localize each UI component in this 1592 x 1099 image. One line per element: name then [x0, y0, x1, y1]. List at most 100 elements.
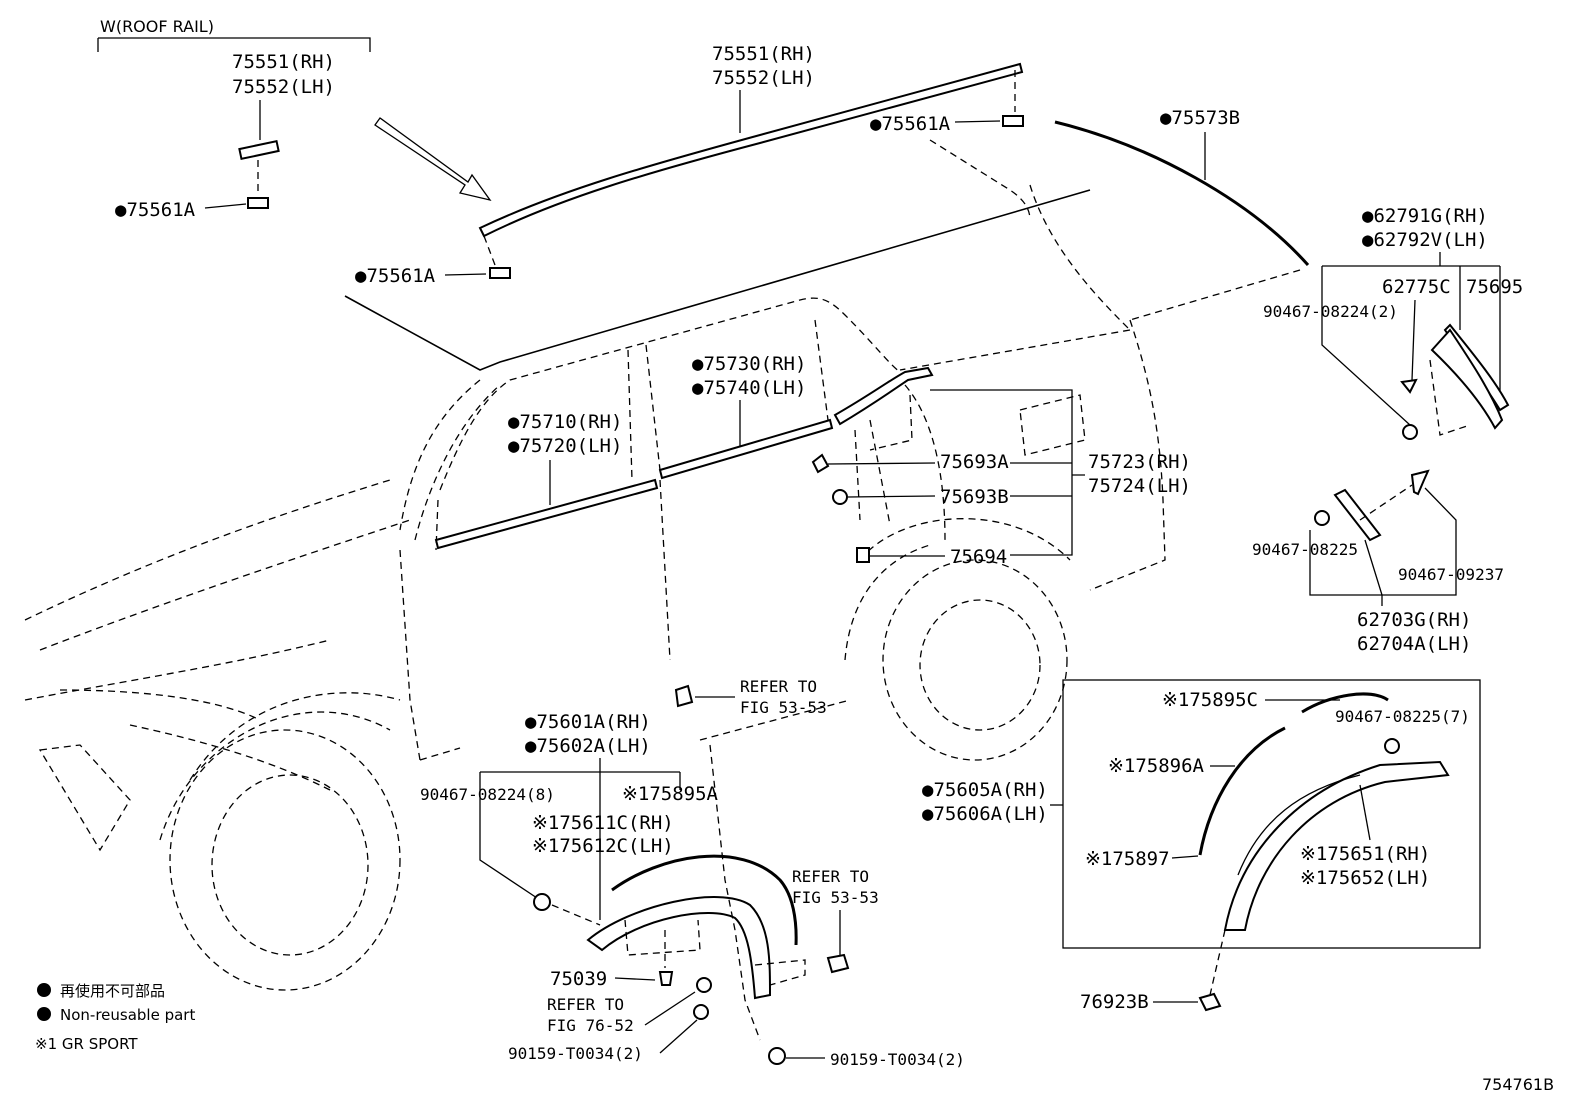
gr-sport-mark: ※	[1085, 848, 1101, 870]
nonreusable-mark: ●	[870, 113, 882, 135]
roof-rail-group-label: W(ROOF RAIL)	[100, 17, 214, 36]
label-refer-1-line2: FIG 53-53	[740, 698, 827, 717]
svg-text:●62792V(LH): ●62792V(LH)	[1362, 229, 1488, 251]
label-75897: 175897	[1101, 848, 1170, 870]
clip-top-right-part	[1002, 115, 1024, 127]
label-75551: 75551(RH)	[712, 43, 815, 65]
svg-text:※175612C(LH): ※175612C(LH)	[532, 835, 674, 857]
svg-text:●75740(LH): ●75740(LH)	[692, 377, 806, 399]
pillar-screw-part	[1402, 424, 1418, 440]
legend: 再使用不可部品 Non-reusable part ※1 GR SPORT	[35, 982, 195, 1053]
clip-75693b-part	[832, 489, 848, 505]
svg-text:●75710(RH): ●75710(RH)	[508, 411, 622, 433]
label-75710: 75710(RH)	[519, 411, 622, 433]
label-refer-1-line1: REFER TO	[740, 677, 817, 696]
label-75723: 75723(RH)	[1088, 451, 1191, 473]
clip-75693a-part	[811, 453, 830, 474]
gr-sport-mark: ※	[532, 812, 548, 834]
legend-dot-1	[37, 983, 51, 997]
label-75561a-small: 75561A	[126, 199, 195, 221]
label-62775c: 62775C	[1382, 276, 1451, 298]
label-75695: 75695	[1466, 276, 1523, 298]
svg-text:●62791G(RH): ●62791G(RH)	[1362, 205, 1488, 227]
label-75561a-top: 75561A	[881, 113, 950, 135]
nonreusable-mark: ●	[508, 435, 520, 457]
label-75730: 75730(RH)	[703, 353, 806, 375]
pillar-group: ●62791G(RH) ●62792V(LH) 62775C 75695 904…	[1263, 205, 1523, 440]
svg-text:●75573B: ●75573B	[1160, 107, 1240, 129]
label-62792v: 62792V(LH)	[1373, 229, 1487, 251]
label-90467-08224-8: 90467-08224(8)	[420, 785, 555, 804]
svg-text:●75605A(RH): ●75605A(RH)	[922, 779, 1048, 801]
nonreusable-mark: ●	[1362, 205, 1374, 227]
gr-sport-mark: ※	[1300, 867, 1316, 889]
gr-sport-mark: ※	[532, 835, 548, 857]
bolt-front-part-a	[696, 977, 712, 993]
label-75552-small: 75552(LH)	[232, 76, 335, 98]
pad-75039-part	[658, 971, 674, 986]
label-75606a: 75606A(LH)	[933, 803, 1047, 825]
svg-text:※175651(RH): ※175651(RH)	[1300, 843, 1430, 865]
clip-90467-08225-part	[1314, 510, 1330, 526]
svg-text:●75561A: ●75561A	[870, 113, 951, 135]
label-90159-t0034-a: 90159-T0034(2)	[508, 1044, 643, 1063]
label-75720: 75720(LH)	[519, 435, 622, 457]
svg-text:●75601A(RH): ●75601A(RH)	[525, 711, 651, 733]
pillar-clip-part	[1400, 378, 1418, 394]
label-90467-09237: 90467-09237	[1398, 565, 1504, 584]
label-90467-08225-7: 90467-08225(7)	[1335, 707, 1470, 726]
legend-gr-sport: ※1 GR SPORT	[35, 1035, 138, 1053]
roof-rail-small-part	[238, 139, 280, 161]
label-90467-08225: 90467-08225	[1252, 540, 1358, 559]
refer-fig-53-53-upper: REFER TO FIG 53-53	[674, 677, 827, 717]
pillar-garnish-part	[1430, 328, 1504, 430]
label-refer-3-line2: FIG 76-52	[547, 1016, 634, 1035]
direction-arrow	[374, 117, 492, 202]
label-62703g: 62703G(RH)	[1357, 609, 1471, 631]
gr-sport-mark: ※	[1300, 843, 1316, 865]
clip-small-part	[247, 197, 269, 209]
svg-text:※175611C(RH): ※175611C(RH)	[532, 812, 674, 834]
label-75612c: 175612C(LH)	[548, 835, 674, 857]
roof-moulding: ●75573B	[1054, 107, 1310, 321]
label-75552: 75552(LH)	[712, 67, 815, 89]
label-75694: 75694	[950, 546, 1007, 568]
label-75693a: 75693A	[940, 451, 1009, 473]
svg-text:※175896A: ※175896A	[1108, 755, 1205, 777]
vent-part	[1333, 488, 1382, 542]
nonreusable-mark: ●	[525, 711, 537, 733]
clip-refer-2-part	[826, 953, 850, 974]
label-75895a: 175895A	[638, 783, 719, 805]
svg-text:※175895A: ※175895A	[622, 783, 719, 805]
label-75573b: 75573B	[1171, 107, 1240, 129]
diagram-id: 754761B	[1482, 1075, 1554, 1094]
quarter-moulding: 75693A 75693B 75694 75723(RH) 75724(LH)	[811, 366, 1191, 568]
label-refer-3-line1: REFER TO	[547, 995, 624, 1014]
svg-text:●75561A: ●75561A	[355, 265, 436, 287]
label-refer-2-line1: REFER TO	[792, 867, 869, 886]
label-75611c: 175611C(RH)	[548, 812, 674, 834]
label-90467-08224-2: 90467-08224(2)	[1263, 302, 1398, 321]
front-flare-part	[586, 896, 772, 1000]
gr-sport-mark: ※	[1162, 689, 1178, 711]
vent-group: 90467-08225 90467-09237 62703G(RH) 62704…	[1252, 469, 1504, 655]
legend-dot-2	[37, 1007, 51, 1021]
nonreusable-mark: ●	[525, 735, 537, 757]
label-75602a: 75602A(LH)	[536, 735, 650, 757]
label-75601a: 75601A(RH)	[536, 711, 650, 733]
roof-rail-main: 75551(RH) 75552(LH) ●75561A ●75561A	[355, 43, 1024, 287]
label-75740: 75740(LH)	[703, 377, 806, 399]
label-76923b: 76923B	[1080, 991, 1149, 1013]
label-75039: 75039	[550, 968, 607, 990]
front-flare-group: ●75601A(RH) ●75602A(LH) 90467-08224(8) ※…	[420, 711, 965, 1069]
label-75895c: 175895C	[1178, 689, 1258, 711]
label-75896a: 175896A	[1124, 755, 1205, 777]
bolt-front-part-b	[693, 1004, 709, 1020]
rear-flare-group: ●75605A(RH) ●75606A(LH) ※175895C 90467-0…	[922, 679, 1481, 1013]
label-75724: 75724(LH)	[1088, 475, 1191, 497]
svg-text:●75720(LH): ●75720(LH)	[508, 435, 622, 457]
gr-sport-mark: ※	[1108, 755, 1124, 777]
svg-text:●75730(RH): ●75730(RH)	[692, 353, 806, 375]
clip-refer-upper-part	[674, 684, 694, 708]
bolt-front-part-c	[768, 1047, 786, 1065]
